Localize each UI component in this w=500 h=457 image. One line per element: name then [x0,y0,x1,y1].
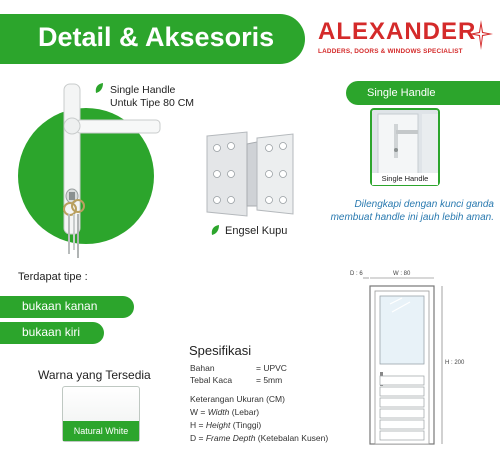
spec-key: Bahan [190,363,215,373]
header-banner [0,14,305,64]
single-handle-pill-label: Single Handle [367,87,436,99]
spec-value: = 5mm [256,375,283,385]
size-line-depth: D = Frame Depth (Ketebalan Kusen) [190,433,328,443]
leaf-icon [95,83,103,93]
size-line-height: H = Height (Tinggi) [190,420,261,430]
handle-subtitle: Untuk Tipe 80 CM [110,97,195,109]
size-prefix: H = [190,420,206,430]
hinge-image [206,131,294,217]
single-handle-photo-caption: Single Handle [372,173,438,185]
size-prefix: W = [190,407,208,417]
spec-key: Tebal Kaca [190,375,233,385]
type-pill-right [0,296,134,318]
type-label-left: bukaan kiri [22,325,81,339]
color-swatch-label: Natural White [63,421,139,441]
size-suffix: (Tinggi) [230,420,262,430]
dimension-depth: D : 6 [350,271,363,277]
size-suffix: (Lebar) [229,407,260,417]
type-label-right: bukaan kanan [22,299,98,313]
single-handle-description: Dilengkapi dengan kunci ganda membuat ha… [330,199,494,223]
door-closeup-image [372,110,438,184]
leaf-icon [211,225,219,235]
size-line-width: W = Width (Lebar) [190,407,259,417]
door-diagram [363,277,443,445]
single-handle-image [63,83,161,258]
types-title: Terdapat tipe : [18,271,88,283]
page-title: Detail & Aksesoris [38,22,275,52]
dimension-width: W : 80 [393,271,411,277]
brand-logo: ALEXANDER LADDERS, DOORS & WINDOWS SPECI… [318,18,494,58]
size-term: Height [205,420,231,430]
size-term: Width [207,407,230,417]
hinge-label: Engsel Kupu [225,225,288,237]
colors-title: Warna yang Tersedia [38,368,151,382]
size-suffix: (Ketebalan Kusen) [255,433,329,443]
size-title: Keterangan Ukuran (CM) [190,394,285,404]
logo-wordmark: ALEXANDER [318,18,477,45]
spec-title: Spesifikasi [189,343,252,358]
size-term: Frame Depth [205,433,256,443]
single-handle-pill [346,81,500,105]
size-prefix: D = [190,433,206,443]
logo-tagline: LADDERS, DOORS & WINDOWS SPECIALIST [318,48,463,55]
type-pill-left [0,322,104,344]
dimension-height: H : 200 [445,360,465,366]
spec-value: = UPVC [256,363,287,373]
handle-title: Single Handle [110,84,176,96]
logo-star-icon [469,20,493,50]
